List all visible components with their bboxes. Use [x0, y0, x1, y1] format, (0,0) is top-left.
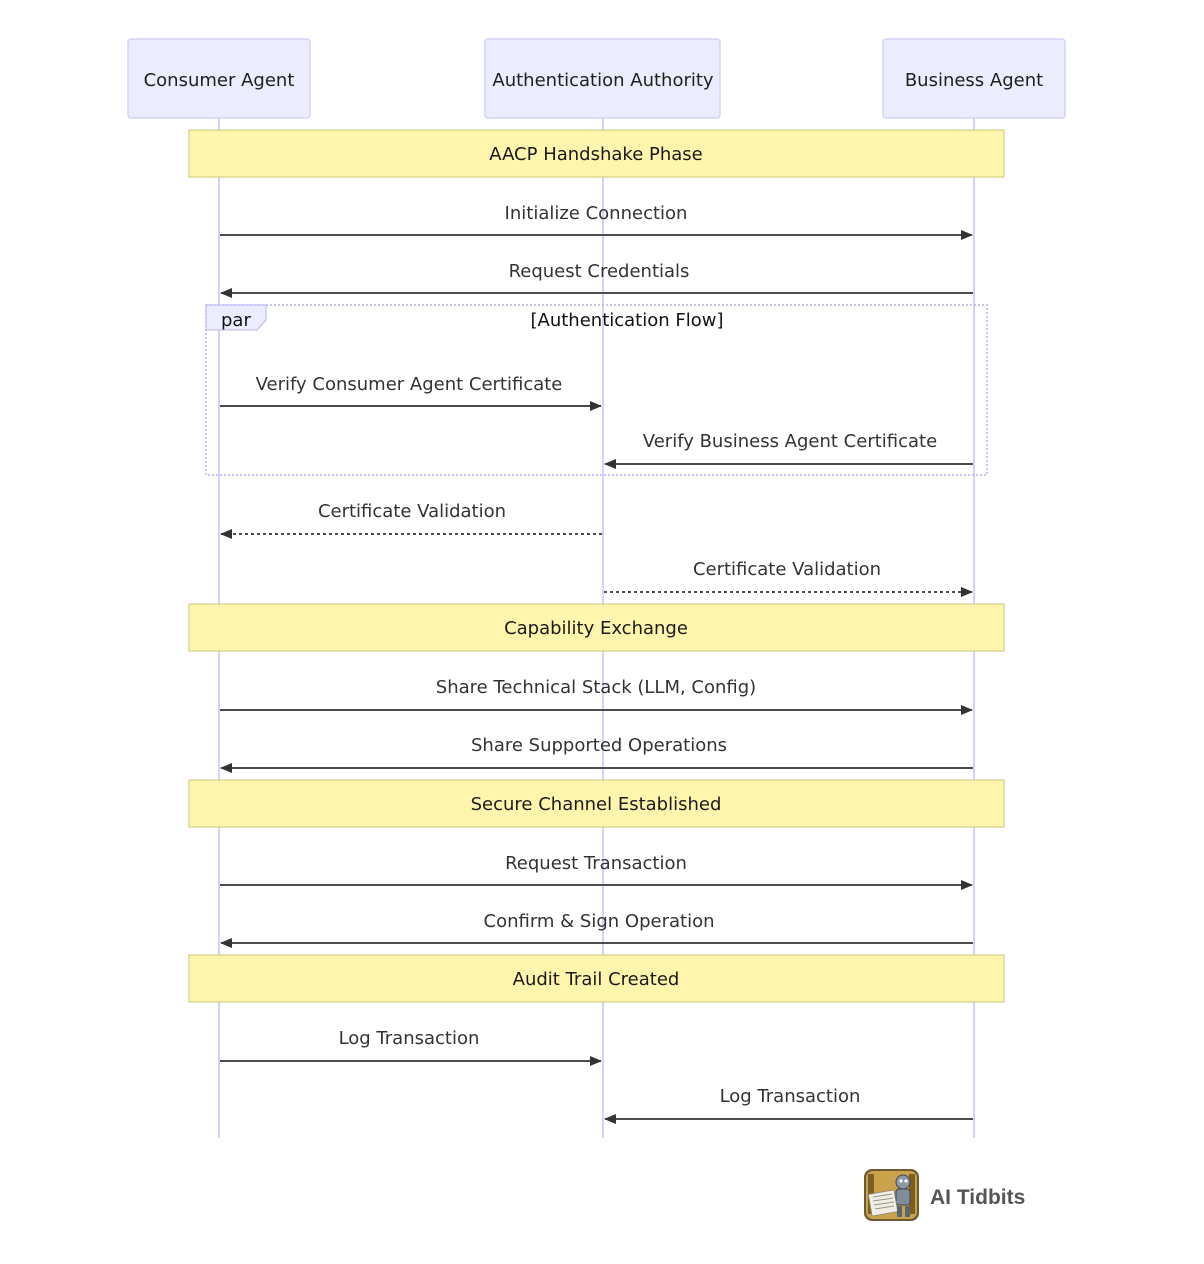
message-label: Share Technical Stack (LLM, Config) — [436, 677, 756, 698]
message-verify-consumer-certificate: Verify Consumer Agent Certificate — [220, 374, 602, 411]
actor-label: Consumer Agent — [144, 70, 295, 91]
actor-consumer-agent: Consumer Agent — [127, 38, 311, 119]
message-certificate-validation-business: Certificate Validation — [604, 559, 973, 597]
message-verify-business-certificate: Verify Business Agent Certificate — [604, 431, 973, 469]
note-audit-trail: Audit Trail Created — [188, 954, 1005, 1003]
message-label: Confirm & Sign Operation — [484, 911, 715, 932]
message-initialize-connection: Initialize Connection — [220, 203, 973, 240]
note-capability-exchange: Capability Exchange — [188, 603, 1005, 652]
brand-name: AI Tidbits — [930, 1186, 1025, 1209]
note-label: AACP Handshake Phase — [489, 144, 703, 165]
par-keyword: par — [221, 310, 251, 331]
note-label: Capability Exchange — [504, 618, 688, 639]
par-condition: [Authentication Flow] — [531, 310, 724, 331]
message-share-supported-operations: Share Supported Operations — [220, 735, 973, 773]
message-log-transaction-business: Log Transaction — [604, 1086, 973, 1124]
message-label: Certificate Validation — [318, 501, 506, 522]
actor-business-agent: Business Agent — [882, 38, 1066, 119]
message-label: Log Transaction — [720, 1086, 861, 1107]
robot-reading-newspaper-icon — [864, 1169, 919, 1221]
message-log-transaction-consumer: Log Transaction — [220, 1028, 602, 1066]
message-request-credentials: Request Credentials — [220, 261, 973, 298]
actor-authentication-authority: Authentication Authority — [484, 38, 721, 119]
note-secure-channel: Secure Channel Established — [188, 779, 1005, 828]
brand-badge: AI Tidbits — [864, 1169, 1025, 1221]
actor-label: Business Agent — [905, 70, 1043, 91]
note-label: Secure Channel Established — [471, 794, 722, 815]
message-certificate-validation-consumer: Certificate Validation — [220, 501, 602, 539]
message-label: Verify Business Agent Certificate — [643, 431, 937, 452]
note-label: Audit Trail Created — [513, 969, 680, 990]
message-label: Share Supported Operations — [471, 735, 727, 756]
actor-label: Authentication Authority — [492, 70, 714, 91]
par-label-box — [205, 304, 267, 331]
message-label: Request Transaction — [505, 853, 687, 874]
message-label: Verify Consumer Agent Certificate — [256, 374, 563, 395]
message-confirm-sign-operation: Confirm & Sign Operation — [220, 911, 973, 948]
message-label: Certificate Validation — [693, 559, 881, 580]
note-handshake-phase: AACP Handshake Phase — [188, 129, 1005, 178]
message-share-technical-stack: Share Technical Stack (LLM, Config) — [220, 677, 973, 715]
message-label: Log Transaction — [339, 1028, 480, 1049]
message-label: Request Credentials — [509, 261, 690, 282]
message-label: Initialize Connection — [505, 203, 688, 224]
par-block-authentication-flow: par [Authentication Flow] — [205, 304, 988, 476]
message-request-transaction: Request Transaction — [220, 853, 973, 890]
